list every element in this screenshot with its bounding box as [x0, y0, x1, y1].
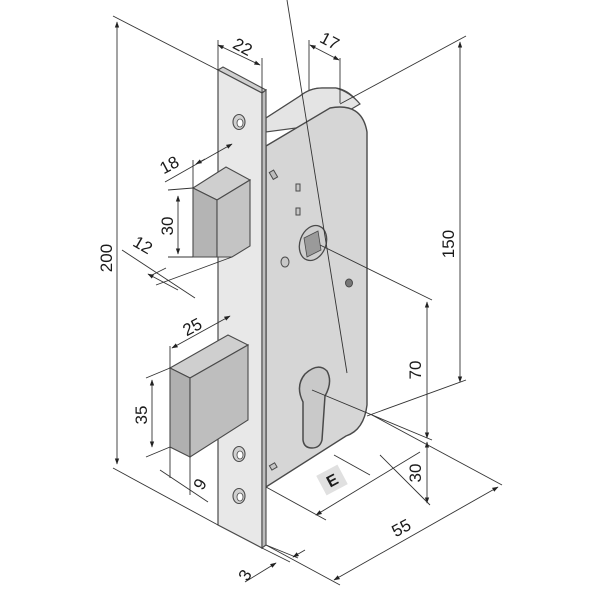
cylinder-hole — [298, 366, 331, 449]
dim-label-deadbolt-projection: 25 — [180, 314, 206, 340]
lock-case — [263, 87, 368, 489]
dim-label-deadbolt-height: 35 — [132, 406, 151, 425]
faceplate-screw-bottom — [232, 487, 246, 505]
deadbolt — [168, 334, 250, 459]
case-slot-4 — [268, 462, 278, 471]
dim-label-faceplate-width: 22 — [230, 34, 256, 60]
case-slot-1 — [268, 169, 279, 181]
dim-label-faceplate-thickness: 3 — [235, 566, 256, 584]
dimension-lines — [112, 0, 503, 586]
case-slot-3 — [295, 207, 301, 216]
dim-label-total-height: 200 — [97, 244, 116, 272]
latch-bolt — [191, 166, 252, 258]
dim-label-deadbolt-thickness: 9 — [190, 475, 211, 493]
dim-label-cylinder-bottom: 30 — [406, 464, 425, 483]
dim-label-case-height: 150 — [439, 230, 458, 258]
faceplate — [216, 66, 268, 550]
faceplate-screw-top — [232, 113, 246, 131]
case-rivet — [345, 278, 353, 288]
case-screw-hole — [280, 256, 290, 268]
dim-label-latch-height: 30 — [158, 217, 177, 236]
dim-label-center-distance: 70 — [406, 361, 425, 380]
faceplate-screw-mid — [232, 445, 246, 463]
dim-label-latch-offset: 12 — [130, 232, 156, 258]
case-slot-2 — [295, 183, 301, 192]
backset-label: E — [316, 464, 348, 496]
